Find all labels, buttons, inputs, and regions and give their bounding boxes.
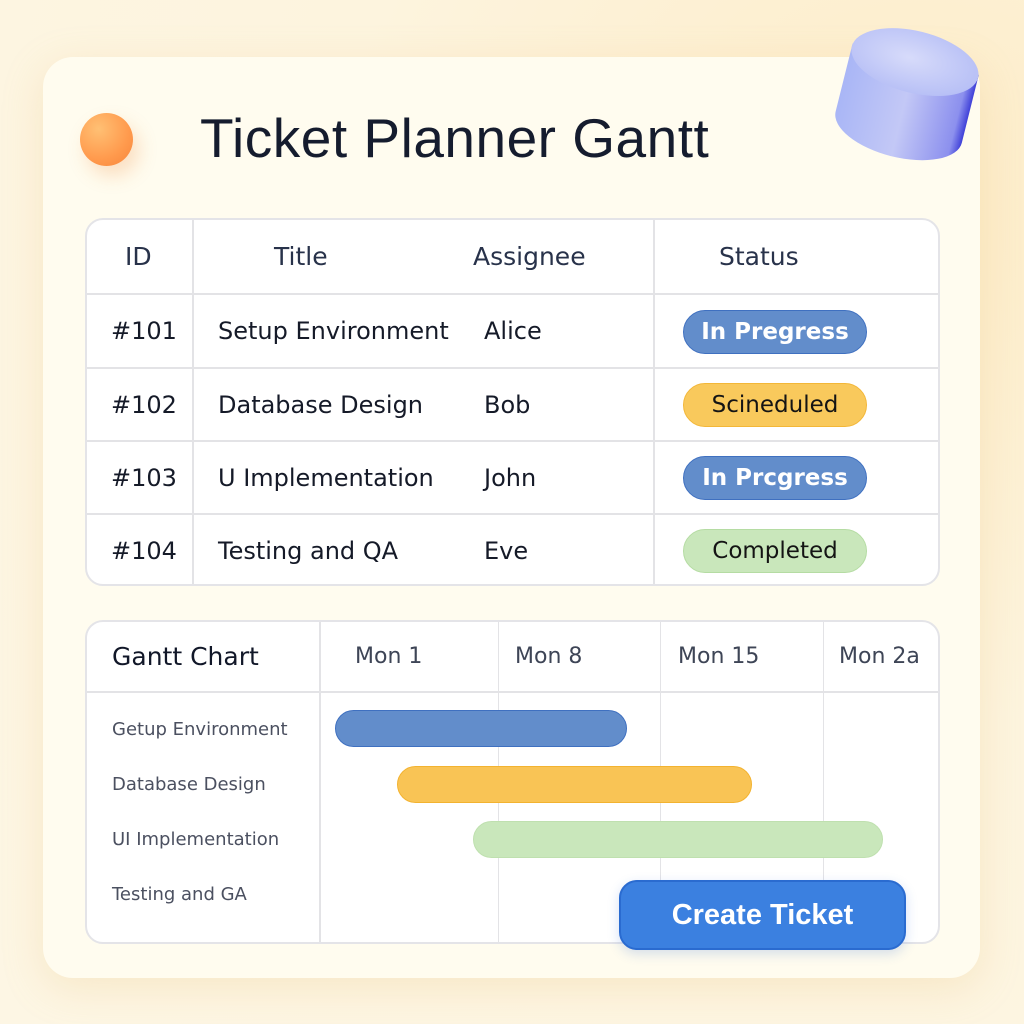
week-header: Mon 8 xyxy=(515,644,583,669)
ticket-title: Setup Environment xyxy=(218,317,449,345)
gantt-task-label: Getup Environment xyxy=(112,719,288,740)
ticket-id: #101 xyxy=(111,317,177,345)
gantt-bar-setup-environment[interactable] xyxy=(335,710,627,747)
create-ticket-button[interactable]: Create Ticket xyxy=(619,880,906,950)
gantt-title: Gantt Chart xyxy=(112,642,259,671)
ticket-title: Testing and QA xyxy=(218,536,399,565)
ticket-title: U Implementation xyxy=(218,463,434,492)
column-header-id[interactable]: ID xyxy=(125,242,152,271)
week-header: Mon 1 xyxy=(355,644,423,669)
gantt-bar-database-design[interactable] xyxy=(397,766,752,803)
status-badge: In Pregress xyxy=(683,310,867,354)
table-row[interactable]: #104 Testing and QA Eve Completed xyxy=(87,513,938,584)
table-row[interactable]: #102 Database Design Bob Scineduled xyxy=(87,367,938,440)
ticket-assignee: Eve xyxy=(484,536,529,565)
gantt-task-label: Testing and GA xyxy=(112,884,247,905)
week-header: Mon 2a xyxy=(839,644,920,669)
ticket-assignee: Alice xyxy=(484,317,542,345)
week-header: Mon 15 xyxy=(678,644,760,669)
column-header-title[interactable]: Title xyxy=(274,242,328,271)
gantt-chart: Gantt Chart Mon 1 Mon 8 Mon 15 Mon 2a Ge… xyxy=(85,620,940,944)
status-badge: Scineduled xyxy=(683,383,867,427)
column-header-assignee[interactable]: Assignee xyxy=(473,242,586,271)
status-badge: Completed xyxy=(683,529,867,573)
page-title: Ticket Planner Gantt xyxy=(200,107,710,169)
column-header-status[interactable]: Status xyxy=(719,242,799,271)
ticket-id: #103 xyxy=(111,463,177,492)
ticket-id: #104 xyxy=(111,536,177,565)
ticket-title: Database Design xyxy=(218,390,424,419)
ticket-id: #102 xyxy=(111,390,177,419)
table-header-row: ID Title Assignee Status xyxy=(87,220,938,293)
table-row[interactable]: #101 Setup Environment Alice In Pregress xyxy=(87,293,938,367)
ticket-assignee: Bob xyxy=(484,390,531,419)
ticket-assignee: John xyxy=(484,463,537,492)
table-row[interactable]: #103 U Implementation John In Prcgress xyxy=(87,440,938,513)
orange-orb-decoration xyxy=(80,113,133,166)
gantt-task-label: UI Implementation xyxy=(112,829,280,850)
gantt-bar-ui-implementation[interactable] xyxy=(473,821,883,858)
gantt-task-label: Database Design xyxy=(112,774,266,795)
tickets-table: ID Title Assignee Status #101 Setup Envi… xyxy=(85,218,940,586)
status-badge: In Prcgress xyxy=(683,456,867,500)
